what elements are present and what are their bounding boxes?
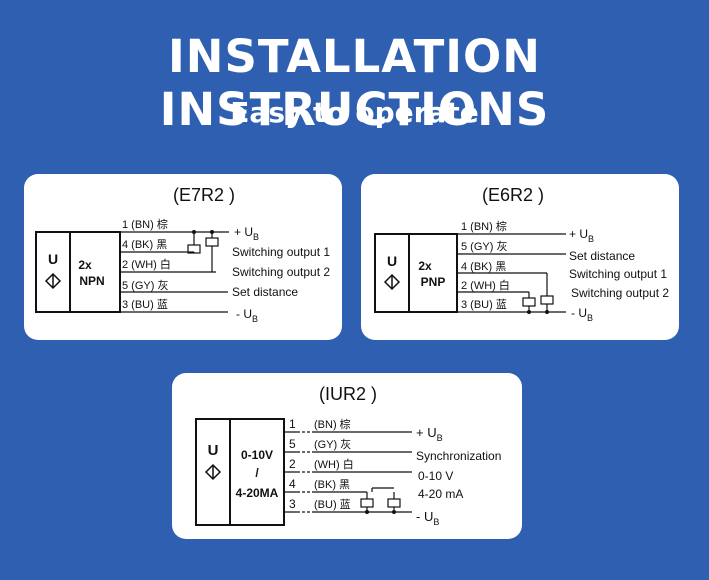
iur2-pin-1: 1 <box>289 417 296 431</box>
e6r2-minus-ub: - U <box>571 306 587 320</box>
e6r2-switching2: Switching output 2 <box>571 286 669 300</box>
e7r2-wire-1: 1 (BN) 棕 <box>122 217 168 231</box>
svg-text:+ UB: + UB <box>569 227 594 244</box>
e7r2-switching2: Switching output 2 <box>232 265 330 279</box>
e6r2-wire-3: 4 (BK) 黑 <box>461 260 506 273</box>
svg-text:- UB: - UB <box>236 307 258 324</box>
e7r2-wire-5: 3 (BU) 蓝 <box>122 298 168 311</box>
e6r2-wire-4: 2 (WH) 白 <box>461 278 510 292</box>
iur2-wire-2: (GY) 灰 <box>314 437 351 451</box>
e7r2-wire-3: 2 (WH) 白 <box>122 257 171 271</box>
e7r2-type-line2: NPN <box>79 274 104 288</box>
iur2-current: 4-20 mA <box>418 487 463 501</box>
e6r2-load1 <box>540 295 554 305</box>
e7r2-sensor-box <box>35 231 121 313</box>
iur2-pin-5: 3 <box>289 497 296 511</box>
iur2-output-line1: 0-10V <box>241 448 273 462</box>
iur2-load1 <box>360 498 374 508</box>
e6r2-set-distance: Set distance <box>569 249 635 263</box>
iur2-wire-1: (BN) 棕 <box>314 417 351 431</box>
page-subtitle: Easy to operate <box>230 96 479 129</box>
iur2-title: (IUR2 ) <box>319 384 377 404</box>
iur2-pin-2: 5 <box>289 437 296 451</box>
iur2-pin-4: 4 <box>289 477 296 491</box>
iur2-voltage: 0-10 V <box>418 469 453 483</box>
svg-text:- UB: - UB <box>571 306 593 323</box>
e6r2-title: (E6R2 ) <box>482 185 544 205</box>
e6r2-load2 <box>522 297 536 307</box>
e7r2-card: (E7R2 ) U 2x NPN 1 (BN) 棕 4 (BK) 黑 2 (WH… <box>24 174 342 340</box>
e7r2-minus-ub: - U <box>236 307 252 321</box>
e7r2-switching1: Switching output 1 <box>232 245 330 259</box>
page-title: INSTALLATION INSTRUCTIONS <box>159 30 550 136</box>
e7r2-title: (E7R2 ) <box>173 185 235 205</box>
svg-text:+ UB: + UB <box>234 225 259 242</box>
e6r2-sensor-symbol: U <box>387 253 397 269</box>
e6r2-wire-1: 1 (BN) 棕 <box>461 219 507 233</box>
e7r2-plus-ub: + U <box>234 225 253 239</box>
e6r2-card: (E6R2 ) U 2x PNP 1 (BN) 棕 5 (GY) 灰 4 (BK… <box>361 174 679 340</box>
iur2-wire-3: (WH) 白 <box>314 457 354 471</box>
svg-text:+ UB: + UB <box>416 425 443 443</box>
iur2-pin-3: 2 <box>289 457 296 471</box>
e6r2-wire-5: 3 (BU) 蓝 <box>461 298 507 311</box>
e6r2-sensor-box <box>374 233 458 313</box>
iur2-output-line2: / <box>255 466 259 480</box>
e7r2-sensor-symbol: U <box>48 251 58 267</box>
e6r2-diagram: (E6R2 ) U 2x PNP 1 (BN) 棕 5 (GY) 灰 4 (BK… <box>374 185 669 323</box>
e6r2-plus-ub: + U <box>569 227 588 241</box>
e6r2-type-line2: PNP <box>421 275 446 289</box>
iur2-plus-ub: + U <box>416 425 437 440</box>
iur2-output-line3: 4-20MA <box>236 486 279 500</box>
iur2-sensor-box <box>195 418 285 526</box>
iur2-wire-4: (BK) 黑 <box>314 478 350 491</box>
iur2-load2 <box>387 498 401 508</box>
svg-text:- UB: - UB <box>416 509 439 527</box>
e6r2-type-line1: 2x <box>418 259 432 273</box>
e6r2-wire-2: 5 (GY) 灰 <box>461 239 507 253</box>
e6r2-switching1: Switching output 1 <box>569 267 667 281</box>
iur2-card: (IUR2 ) U 0-10V / 4-20MA 1 5 2 4 3 <box>172 373 522 539</box>
iur2-sensor-symbol: U <box>208 442 219 459</box>
e7r2-wire-2: 4 (BK) 黑 <box>122 238 167 251</box>
e7r2-diagram: (E7R2 ) U 2x NPN 1 (BN) 棕 4 (BK) 黑 2 (WH… <box>35 185 330 324</box>
iur2-wire-5: (BU) 蓝 <box>314 498 351 511</box>
e7r2-wire-4: 5 (GY) 灰 <box>122 278 168 292</box>
e7r2-set-distance: Set distance <box>232 285 298 299</box>
iur2-diagram: (IUR2 ) U 0-10V / 4-20MA 1 5 2 4 3 <box>195 384 501 527</box>
e7r2-type-line1: 2x <box>78 258 92 272</box>
e7r2-load2 <box>205 237 219 247</box>
iur2-minus-ub: - U <box>416 509 433 524</box>
iur2-synchronization: Synchronization <box>416 449 501 463</box>
